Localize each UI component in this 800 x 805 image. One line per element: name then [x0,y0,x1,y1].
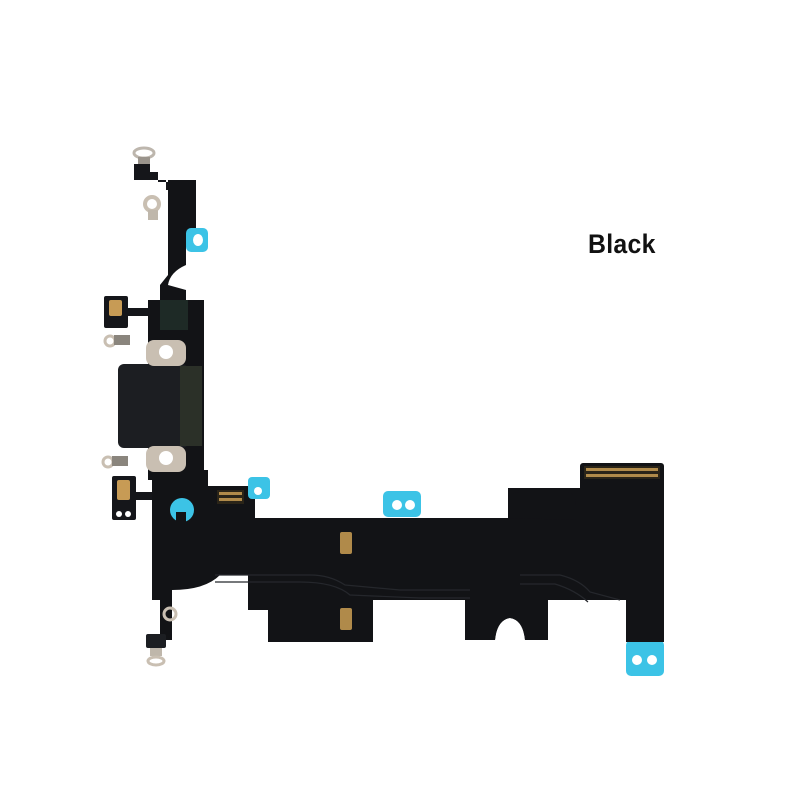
gold-pad-lower [340,608,352,630]
adhesive-tab-bottom-right [626,640,664,676]
bottom-antenna-bracket [146,634,166,667]
microphone-upper [104,296,150,328]
adhesive-tab-port [170,498,194,526]
microphone-lower [112,476,152,520]
body-main [248,518,580,642]
side-bracket-1 [143,195,161,220]
color-variant-label: Black [588,229,656,259]
right-tab-body [626,600,664,642]
body-upper-right [508,492,576,520]
adhesive-tab-center [383,491,421,517]
main-board-connector [580,463,664,523]
white-cutout-1 [255,488,508,518]
top-antenna-bracket [132,146,176,190]
gold-pad-upper [340,532,352,554]
side-bracket-2 [103,334,130,348]
side-bracket-4 [162,606,178,622]
lightning-port [118,340,202,472]
flex-traces [215,574,621,603]
ic-chip [160,300,188,330]
side-bracket-3 [101,455,128,469]
adhesive-tab-top [186,228,208,252]
small-connector [217,490,244,504]
adhesive-tab-left [248,477,270,499]
